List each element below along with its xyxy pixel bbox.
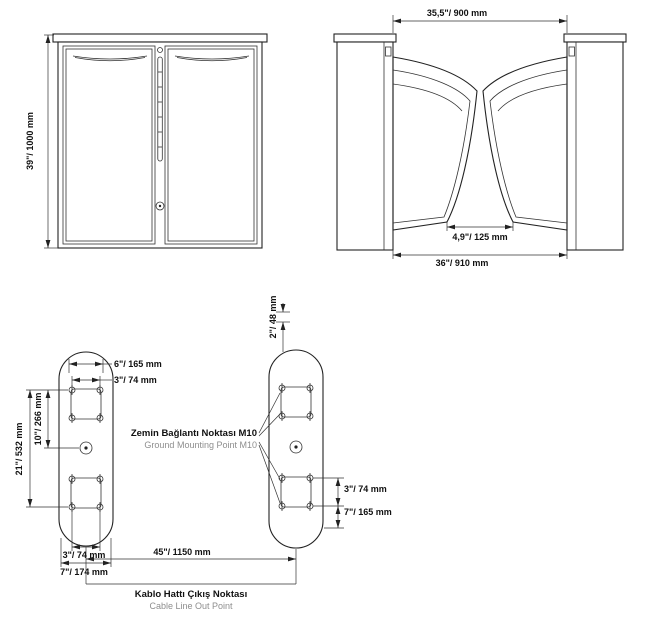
right-top-label: 2"/ 48 mm xyxy=(268,296,278,339)
left-top-mounting-plate xyxy=(70,388,102,420)
right-base-plate xyxy=(268,349,324,549)
mounting-note-leaders xyxy=(258,392,281,504)
right-cable-out-point xyxy=(289,440,303,454)
left-flap-wing xyxy=(392,56,478,231)
left-top-inner-label: 3"/ 74 mm xyxy=(114,375,157,385)
passage-width-top-label: 35,5"/ 900 mm xyxy=(427,8,487,18)
right-post-lid xyxy=(563,33,627,43)
left-top-inner-dimension xyxy=(71,376,112,386)
left-post-lid xyxy=(333,33,397,43)
cabinet-lid xyxy=(52,33,268,43)
passage-width-top-dimension xyxy=(392,15,568,33)
mounting-note-en: Ground Mounting Point M10 xyxy=(144,440,257,450)
left-top-outer-label: 6"/ 165 mm xyxy=(114,359,162,369)
passage-view: 35,5"/ 900 mm 4,9"/ 125 mm 36"/ 910 mm xyxy=(333,8,627,268)
footprint-view: 6"/ 165 mm 3"/ 74 mm 10"/ 266 mm 21"/ 53… xyxy=(14,296,392,611)
door-top-slots xyxy=(72,55,250,62)
right-side-outer-label: 7"/ 165 mm xyxy=(344,507,392,517)
lock-cylinder xyxy=(155,201,165,211)
left-side-inner-dimension xyxy=(26,389,79,449)
right-top-mounting-plate xyxy=(280,386,312,418)
left-bottom-inner-label: 3"/ 74 mm xyxy=(63,550,106,560)
left-cable-out-point xyxy=(79,441,93,455)
left-post xyxy=(336,41,394,251)
center-distance-label: 45"/ 1150 mm xyxy=(153,547,210,557)
top-pivot xyxy=(157,47,163,53)
left-anchor-bolts xyxy=(68,385,104,512)
front-height-dimension xyxy=(44,34,58,249)
flap-gap-label: 4,9"/ 125 mm xyxy=(452,232,507,242)
left-flap-slot xyxy=(385,46,392,57)
passage-width-bottom-label: 36"/ 910 mm xyxy=(436,258,489,268)
cable-note-tr: Kablo Hattı Çıkış Noktası xyxy=(135,589,247,600)
center-distance-dimension xyxy=(85,547,297,584)
right-side-inner-label: 3"/ 74 mm xyxy=(344,484,387,494)
mounting-note-tr: Zemin Bağlantı Noktası M10 xyxy=(131,428,257,439)
front-view: 39"/ 1000 mm xyxy=(25,33,268,249)
right-flap-slot xyxy=(568,46,575,57)
cable-note-en: Cable Line Out Point xyxy=(149,601,233,611)
passage-width-bottom-dimension xyxy=(392,250,568,259)
cabinet-body xyxy=(57,41,263,249)
left-door-panel xyxy=(62,45,156,245)
right-flap-wing xyxy=(482,56,568,231)
flap-gap-dimension xyxy=(446,221,514,231)
right-top-dimension xyxy=(276,303,290,352)
center-hinge-strip xyxy=(157,56,163,162)
right-bottom-mounting-plate xyxy=(280,476,312,508)
front-height-label: 39"/ 1000 mm xyxy=(25,112,35,170)
left-bottom-inner-dimension xyxy=(71,511,101,551)
right-post xyxy=(566,41,624,251)
left-top-outer-dimension xyxy=(68,359,112,373)
left-side-inner-label: 10"/ 266 mm xyxy=(33,393,43,446)
left-side-outer-dimension xyxy=(26,390,68,508)
left-bottom-outer-label: 7"/ 174 mm xyxy=(60,567,108,577)
left-side-outer-label: 21"/ 532 mm xyxy=(14,423,24,476)
right-door-panel xyxy=(164,45,258,245)
left-bottom-mounting-plate xyxy=(70,477,102,509)
right-side-dimensions xyxy=(313,477,344,529)
right-anchor-bolts xyxy=(278,383,314,511)
